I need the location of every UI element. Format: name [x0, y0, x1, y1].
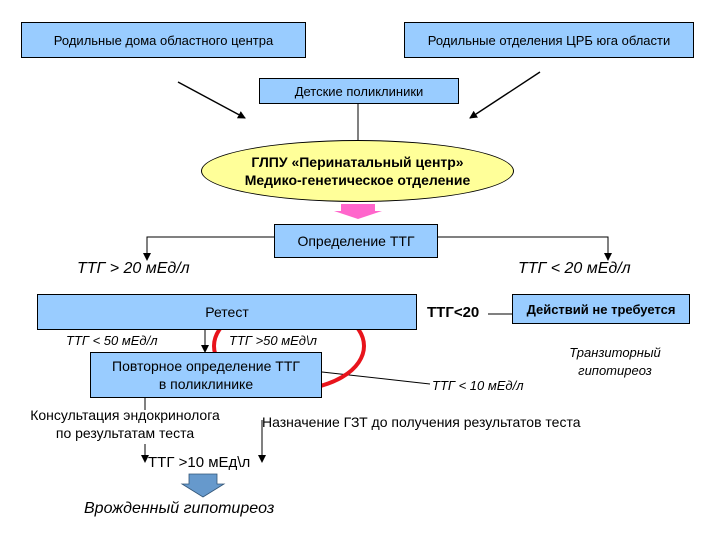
endocrinologist-consultation: Консультация эндокринолога по результата… — [0, 406, 250, 442]
branch-right — [438, 236, 612, 261]
repeat-determination-box: Повторное определение ТТГ в поликлинике — [90, 352, 322, 398]
transient-line2: гипотиреоз — [578, 363, 652, 378]
ttg-lt20-short-label: ТТГ<20 — [427, 304, 480, 321]
hrt-prescription-label: Назначение ГЗТ до получения результатов … — [262, 414, 581, 430]
ttg-gt-50-label: ТТГ >50 мЕд\л — [229, 333, 317, 348]
arrow-right-to-clinics — [469, 71, 541, 119]
consult-line1: Консультация эндокринолога — [30, 407, 220, 423]
maternity-regional-box: Родильные дома областного центра — [21, 22, 306, 58]
ttg-gt-20-label: ТТГ > 20 мЕд/л — [77, 260, 190, 277]
ttg-lt-20-label: ТТГ < 20 мЕд/л — [518, 260, 631, 277]
arrow-left-to-clinics — [177, 81, 246, 119]
ttg-lt-50-label: ТТГ < 50 мЕд/л — [66, 333, 158, 348]
ttg-lt-10-label: ТТГ < 10 мЕд/л — [432, 378, 524, 393]
maternity-crb-label: Родильные отделения ЦРБ юга области — [427, 32, 671, 48]
ttg-gt-10-label: ТТГ >10 мЕд\л — [148, 454, 251, 471]
transient-line1: Транзиторный — [569, 345, 661, 360]
center-line1: ГЛПУ «Перинатальный центр» — [251, 154, 464, 170]
no-action-label: Действий не требуется — [526, 301, 676, 317]
ttg-determination-label: Определение ТТГ — [297, 232, 415, 249]
blue-arrow — [180, 473, 226, 498]
no-action-box: Действий не требуется — [512, 294, 690, 324]
consult-line2: по результатам теста — [55, 425, 195, 441]
center-line2: Медико-генетическое отделение — [244, 172, 471, 188]
children-clinics-box: Детские поликлиники — [259, 78, 459, 104]
maternity-crb-box: Родильные отделения ЦРБ юга области — [404, 22, 694, 58]
children-clinics-label: Детские поликлиники — [294, 83, 424, 99]
repeat-line1: Повторное определение ТТГ — [112, 358, 300, 374]
repeat-line2: в поликлинике — [158, 376, 254, 392]
ttg-determination-box: Определение ТТГ — [274, 224, 438, 258]
branch-left — [143, 236, 274, 261]
pink-arrow — [334, 204, 382, 219]
perinatal-center-ellipse: ГЛПУ «Перинатальный центр» Медико-генети… — [201, 140, 514, 202]
transient-hypothyroid-label: Транзиторный гипотиреоз — [540, 344, 690, 380]
retest-label: Ретест — [205, 303, 249, 320]
congenital-hypothyroidism-label: Врожденный гипотиреоз — [84, 500, 275, 517]
retest-box: Ретест — [37, 294, 417, 330]
line-lt10-to-repeat — [321, 371, 431, 385]
maternity-regional-label: Родильные дома областного центра — [53, 32, 274, 48]
